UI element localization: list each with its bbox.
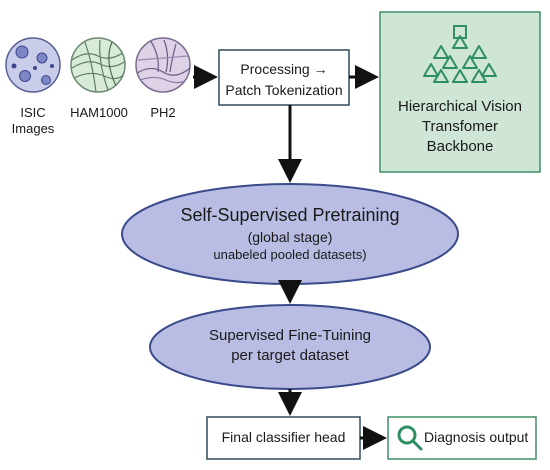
isic-label: ISIC Images	[11, 105, 55, 136]
ham1000-image	[70, 37, 126, 93]
ph2-label: PH2	[150, 105, 176, 120]
processing-line1: Processing	[240, 61, 310, 77]
magnifier-icon	[397, 425, 423, 451]
ph2-image	[135, 37, 191, 93]
backbone-line2: Transfomer	[421, 118, 499, 135]
backbone-line3: Backbone	[426, 138, 494, 155]
processing-arrow-icon: →	[313, 61, 328, 77]
pretraining-title: Self-Supervised Pretraining	[180, 205, 400, 225]
processing-box	[218, 49, 350, 106]
triangle-pyramid-icon	[423, 25, 497, 83]
patch-tokenization-label: Patch Tokenization	[225, 82, 343, 98]
finetuning-line2: per target dataset	[231, 347, 349, 364]
pretraining-stage: (global stage)	[247, 229, 333, 245]
processing-label: Processing →	[219, 61, 349, 78]
output-box	[387, 416, 537, 460]
pretraining-datasets: unabeled pooled datasets)	[213, 247, 367, 262]
classifier-label: Final classifier head	[221, 429, 346, 445]
output-label: Diagnosis output	[424, 429, 529, 445]
finetuning-line1: Supervised Fine-Tuining	[208, 327, 372, 344]
backbone-line1: Hierarchical Vision	[398, 98, 522, 115]
classifier-box	[206, 416, 361, 460]
isic-image	[5, 37, 61, 93]
ham1000-label: HAM1000	[70, 105, 128, 120]
